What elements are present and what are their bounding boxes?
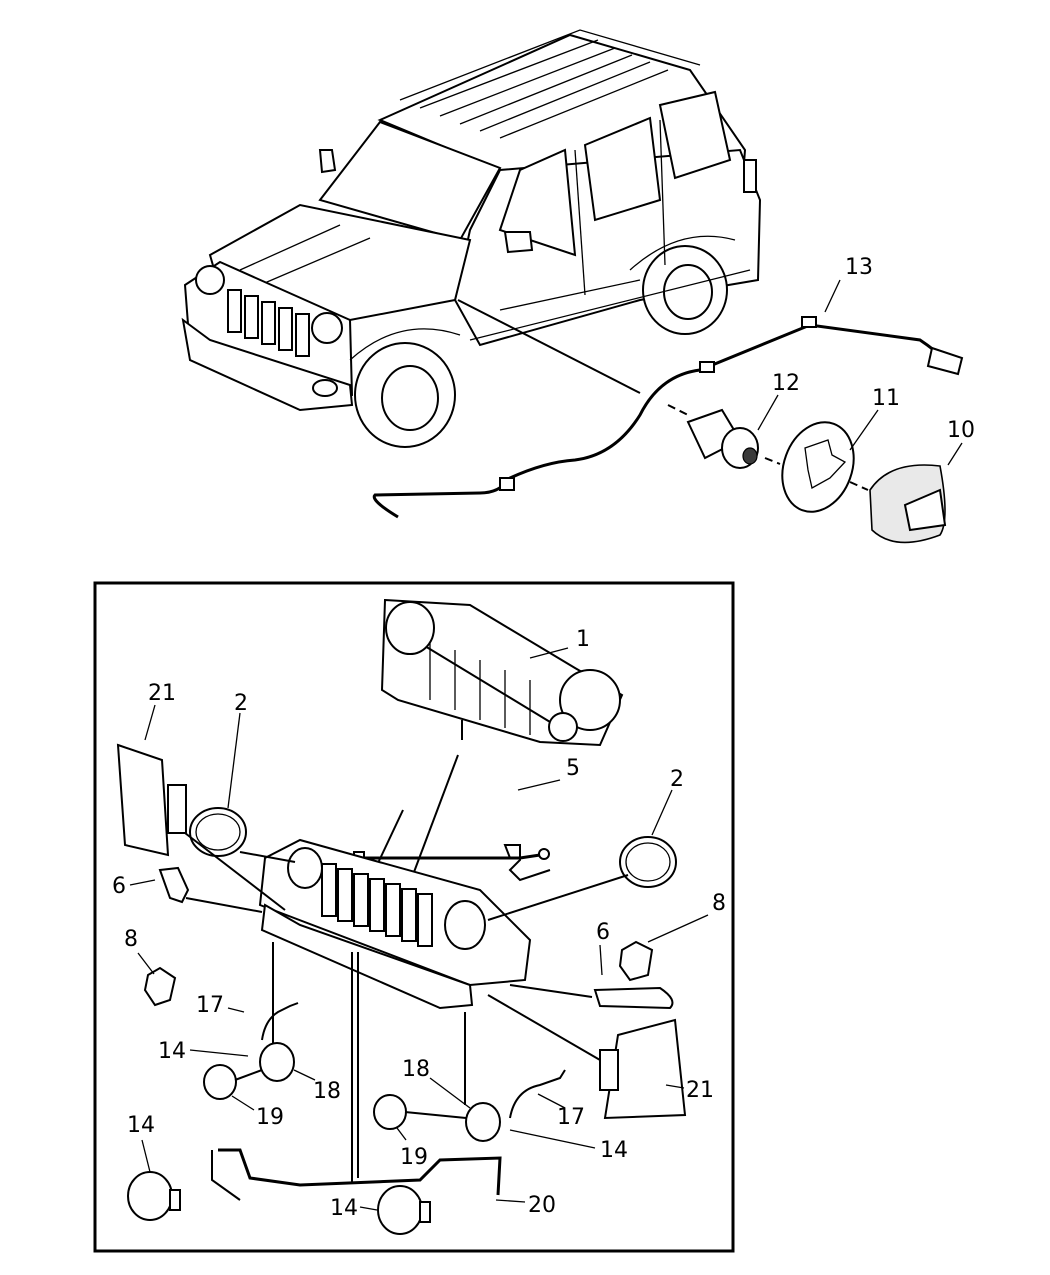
headlamp-2-left xyxy=(189,807,296,863)
fog-lamp-14-center xyxy=(377,1185,431,1235)
headlamp-2-right xyxy=(487,836,677,921)
callout-5: 5 xyxy=(566,756,580,781)
callout-6-right: 6 xyxy=(596,920,610,945)
callout-17-left: 17 xyxy=(196,993,224,1018)
fog-lamp-14-left xyxy=(127,1171,181,1221)
callout-8-left: 8 xyxy=(124,927,138,952)
callout-21-right: 21 xyxy=(686,1078,714,1103)
callout-6-left: 6 xyxy=(112,874,126,899)
harness-assembly-13 xyxy=(372,316,964,519)
wire-17-right xyxy=(509,1069,566,1119)
callout-2-left: 2 xyxy=(234,691,248,716)
callout-18-left: 18 xyxy=(313,1079,341,1104)
detail-frame xyxy=(93,581,735,1253)
gasket-11 xyxy=(781,421,869,513)
ring-19-left xyxy=(203,1064,263,1100)
callout-14-d: 14 xyxy=(330,1196,358,1221)
clip-8-left xyxy=(143,966,177,1007)
callout-14-a: 14 xyxy=(158,1039,186,1064)
front-fascia xyxy=(258,838,532,1010)
callout-21-left: 21 xyxy=(148,681,176,706)
callout-13: 13 xyxy=(845,255,873,280)
grille-reinforcement-1 xyxy=(380,598,624,747)
wire-17-left xyxy=(261,942,299,1055)
clip-8-right xyxy=(618,940,654,982)
callout-2-right: 2 xyxy=(670,767,684,792)
callout-leaders xyxy=(129,279,963,1211)
callout-11: 11 xyxy=(872,386,900,411)
bezel-6-right xyxy=(509,984,674,1010)
callout-14-c: 14 xyxy=(600,1138,628,1163)
lamp-socket-12 xyxy=(667,404,781,469)
callout-numbers: 13 12 11 10 1 21 2 5 2 6 8 8 6 17 14 18 … xyxy=(112,255,975,1221)
side-marker-21-left xyxy=(116,743,286,911)
callout-18-right: 18 xyxy=(402,1057,430,1082)
callout-1: 1 xyxy=(576,627,590,652)
vehicle-illustration xyxy=(181,29,762,448)
lamp-10 xyxy=(869,464,947,544)
ring-19-right xyxy=(373,1094,467,1130)
side-marker-21-right xyxy=(487,994,687,1120)
callout-19-right: 19 xyxy=(400,1145,428,1170)
callout-14-b: 14 xyxy=(127,1113,155,1138)
callout-20: 20 xyxy=(528,1193,556,1218)
callout-10: 10 xyxy=(947,418,975,443)
fog-harness-20 xyxy=(211,952,502,1201)
callout-8-right: 8 xyxy=(712,891,726,916)
callout-17-right: 17 xyxy=(557,1105,585,1130)
bezel-6-left xyxy=(158,866,263,913)
callout-19-left: 19 xyxy=(256,1105,284,1130)
fog-lamp-18-left xyxy=(259,1042,295,1082)
callout-12: 12 xyxy=(772,371,800,396)
fog-lamp-18-right xyxy=(464,1012,501,1142)
